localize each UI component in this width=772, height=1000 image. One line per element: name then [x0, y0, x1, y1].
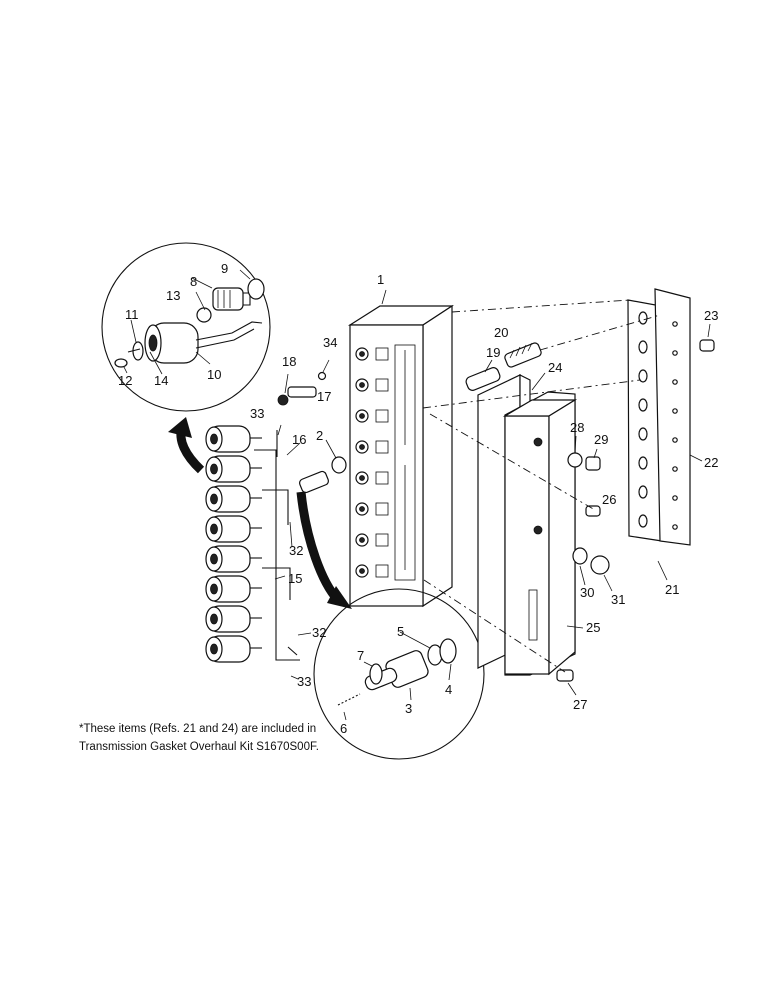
valve-body: 1 34 18 17 2: [277, 272, 455, 608]
callout-3: 3: [405, 701, 412, 716]
callout-24: 24: [548, 360, 562, 375]
callout-31: 31: [611, 592, 625, 607]
footnote-line-1: *These items (Refs. 21 and 24) are inclu…: [79, 723, 317, 735]
callout-26: 26: [602, 492, 616, 507]
plate-and-gasket: 21 22 23: [627, 288, 718, 597]
callout-19: 19: [486, 345, 500, 360]
callout-34: 34: [323, 335, 337, 350]
alignment-lines: [422, 299, 661, 673]
callout-6: 6: [340, 721, 347, 736]
callout-1: 1: [377, 272, 384, 287]
solenoid-unit: [205, 545, 262, 573]
callout-7: 7: [357, 648, 364, 663]
solenoid-unit: [205, 515, 262, 543]
kit-footnote: *These items (Refs. 21 and 24) are inclu…: [79, 720, 349, 756]
solenoid-unit: [205, 455, 262, 483]
callout-17: 17: [317, 389, 331, 404]
callout-4: 4: [445, 682, 452, 697]
callout-16: 16: [292, 432, 306, 447]
callout-5: 5: [397, 624, 404, 639]
callout-25: 25: [586, 620, 600, 635]
callout-21: 21: [665, 582, 679, 597]
callout-23: 23: [704, 308, 718, 323]
footnote-line-2: Transmission Gasket Overhaul Kit S1670S0…: [79, 741, 319, 753]
callout-9: 9: [221, 261, 228, 276]
solenoid-stack: 16 15 32 32 33 33: [205, 406, 326, 689]
cover-fasteners: 28 29 26 30 31 27: [556, 420, 625, 712]
callout-13: 13: [166, 288, 180, 303]
callout-22: 22: [704, 455, 718, 470]
callout-2: 2: [316, 428, 323, 443]
callout-33-upper: 33: [250, 406, 264, 421]
callout-12: 12: [118, 373, 132, 388]
solenoid-unit: [205, 425, 262, 453]
solenoid-detail-view: 8 9 13 11 12 14 10: [101, 242, 271, 412]
callout-33-lower: 33: [297, 674, 311, 689]
callout-32-upper: 32: [289, 543, 303, 558]
solenoid-unit: [205, 575, 262, 603]
callout-30: 30: [580, 585, 594, 600]
callout-10: 10: [207, 367, 221, 382]
callout-14: 14: [154, 373, 168, 388]
valve-and-spring: 19 20: [465, 325, 542, 391]
callout-27: 27: [573, 697, 587, 712]
solenoid-unit: [205, 635, 262, 663]
spool-valve-detail-view: 5 4 3 7 6: [313, 588, 485, 760]
callout-8: 8: [190, 274, 197, 289]
callout-11: 11: [125, 307, 139, 322]
callout-29: 29: [594, 432, 608, 447]
callout-28: 28: [570, 420, 584, 435]
solenoid-unit: [205, 605, 262, 633]
gasket-and-cover: 24 25: [477, 360, 600, 676]
callout-20: 20: [494, 325, 508, 340]
detail-arrow-lower: [296, 491, 342, 604]
solenoid-unit: [205, 485, 262, 513]
callout-15: 15: [288, 571, 302, 586]
callout-18: 18: [282, 354, 296, 369]
